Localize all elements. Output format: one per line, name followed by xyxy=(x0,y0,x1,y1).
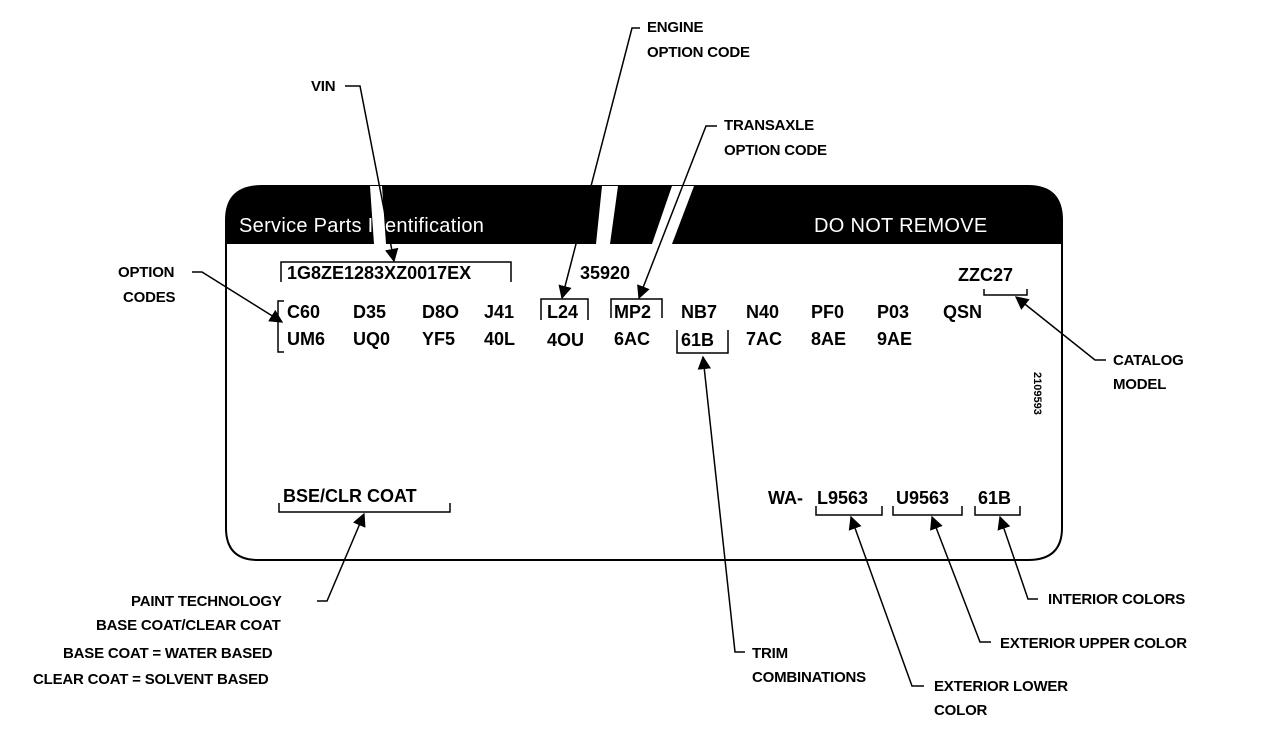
option-codes-bracket-left xyxy=(277,300,284,353)
exterior-upper-arrow xyxy=(930,515,991,643)
option-code: 9AE xyxy=(877,329,913,349)
option-codes-callout-line1: OPTION xyxy=(118,264,175,281)
option-code: 4OU xyxy=(547,330,585,350)
partial-code: 35920 xyxy=(580,263,631,283)
option-code: PF0 xyxy=(811,302,845,322)
vin-value: 1G8ZE1283XZ0017EX xyxy=(287,263,472,283)
transaxle-arrow xyxy=(637,125,717,300)
trim-combination-code: 61B xyxy=(681,330,715,350)
catalog-model-arrow xyxy=(1014,296,1106,361)
option-code: NB7 xyxy=(681,302,718,322)
transaxle-callout-line1: TRANSAXLE xyxy=(724,117,814,134)
paint-tech-callout-line1: PAINT TECHNOLOGY xyxy=(131,593,282,610)
vin-arrow xyxy=(345,85,399,263)
interior-arrow xyxy=(997,515,1038,600)
label-header-band xyxy=(226,186,1062,244)
side-reference-number: 2109593 xyxy=(1031,372,1043,415)
catalog-model-callout-line2: MODEL xyxy=(1113,376,1167,393)
exterior-lower-callout-line1: EXTERIOR LOWER xyxy=(934,678,1068,695)
option-codes-arrow xyxy=(192,271,284,323)
trim-code-box xyxy=(676,330,729,354)
vin-callout: VIN xyxy=(311,78,336,95)
exterior-lower-bracket xyxy=(815,506,883,516)
paint-tech-callout-line2: BASE COAT/CLEAR COAT xyxy=(96,617,281,634)
transaxle-option-code: MP2 xyxy=(614,302,652,322)
exterior-lower-arrow xyxy=(848,515,924,687)
transaxle-callout-line2: OPTION CODE xyxy=(724,142,827,159)
exterior-upper-value: U9563 xyxy=(896,488,950,508)
interior-value: 61B xyxy=(978,488,1012,508)
paint-prefix: WA- xyxy=(768,488,803,508)
paint-tech-bracket xyxy=(278,503,451,513)
option-code: D35 xyxy=(353,302,387,322)
exterior-upper-callout: EXTERIOR UPPER COLOR xyxy=(1000,635,1187,652)
option-codes-callout-line2: CODES xyxy=(123,289,176,306)
paint-tech-callout-line4: CLEAR COAT = SOLVENT BASED xyxy=(33,671,269,688)
interior-bracket xyxy=(974,506,1021,516)
header-gap-transaxle xyxy=(652,186,694,244)
paint-technology-value: BSE/CLR COAT xyxy=(283,486,417,506)
engine-arrow xyxy=(558,27,640,300)
catalog-model-bracket xyxy=(983,289,1028,296)
header-gap-engine xyxy=(596,186,618,244)
option-code: C60 xyxy=(287,302,321,322)
option-code: J41 xyxy=(484,302,515,322)
header-warning: DO NOT REMOVE xyxy=(814,215,988,237)
option-code: 6AC xyxy=(614,329,651,349)
option-code: 8AE xyxy=(811,329,847,349)
catalog-model-value: ZZC27 xyxy=(958,265,1014,285)
transaxle-code-box xyxy=(610,298,663,318)
trim-arrow xyxy=(697,355,745,653)
catalog-model-callout-line1: CATALOG xyxy=(1113,352,1184,369)
exterior-lower-value: L9563 xyxy=(817,488,869,508)
paint-tech-arrow xyxy=(317,512,366,602)
trim-callout-line1: TRIM xyxy=(752,645,788,662)
paint-tech-callout-line3: BASE COAT = WATER BASED xyxy=(63,645,273,662)
header-title: Service Parts Identification xyxy=(239,215,485,237)
engine-option-code: L24 xyxy=(547,302,579,322)
option-code: D8O xyxy=(422,302,460,322)
option-code: UM6 xyxy=(287,329,326,349)
option-code: P03 xyxy=(877,302,910,322)
engine-callout-line2: OPTION CODE xyxy=(647,44,750,61)
interior-callout: INTERIOR COLORS xyxy=(1048,591,1186,608)
exterior-upper-bracket xyxy=(892,506,963,516)
option-code: 7AC xyxy=(746,329,783,349)
exterior-lower-callout-line2: COLOR xyxy=(934,702,988,719)
option-code: UQ0 xyxy=(353,329,391,349)
option-code: 40L xyxy=(484,329,516,349)
option-code: YF5 xyxy=(422,329,456,349)
option-code: N40 xyxy=(746,302,780,322)
option-code: QSN xyxy=(943,302,983,322)
engine-callout-line1: ENGINE xyxy=(647,19,704,36)
trim-callout-line2: COMBINATIONS xyxy=(752,669,866,686)
